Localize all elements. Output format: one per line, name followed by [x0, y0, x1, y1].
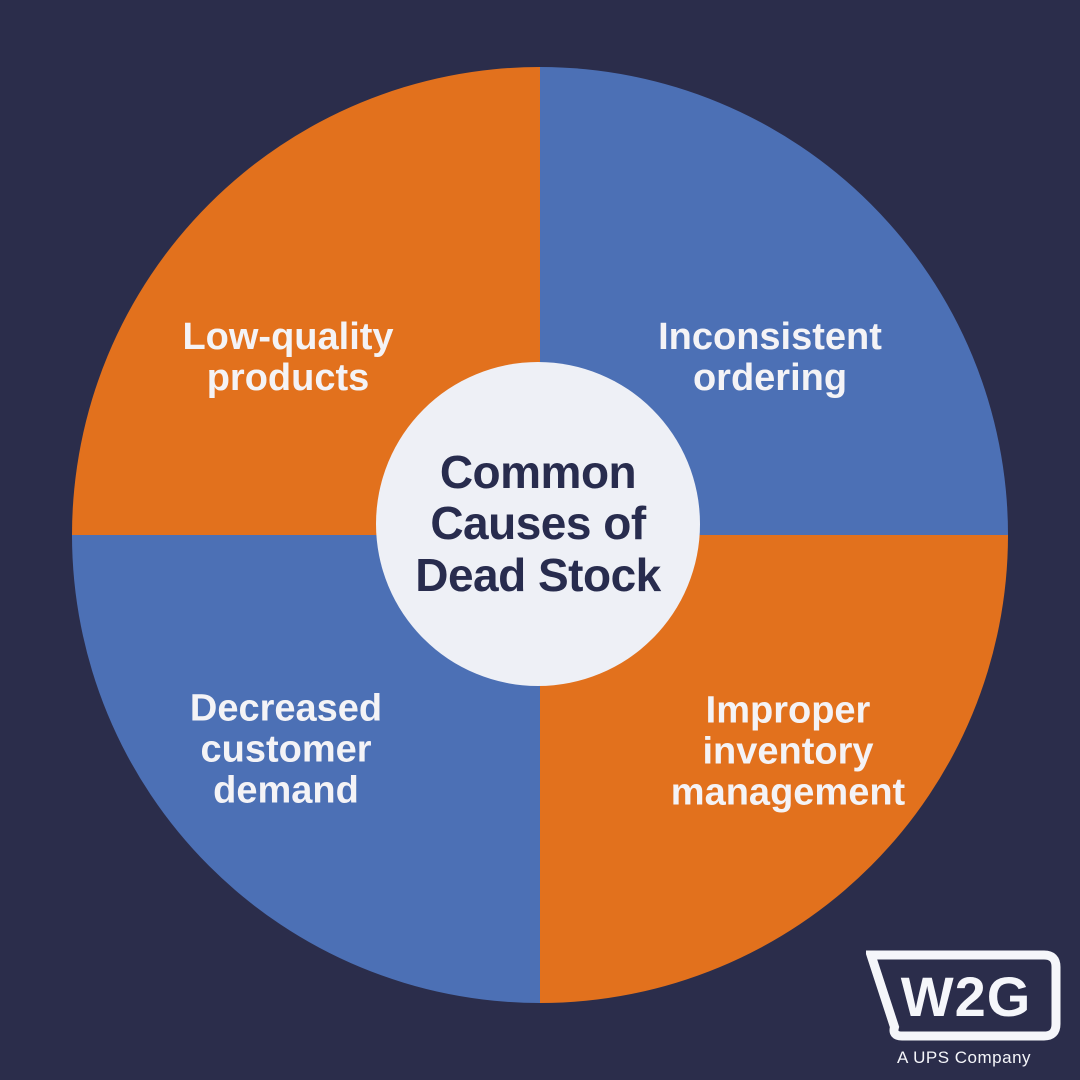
- quadrant-label-inconsistent-ordering: Inconsistent ordering: [658, 315, 882, 399]
- center-title-circle: Common Causes of Dead Stock: [376, 362, 700, 686]
- quadrant-label-low-quality-products: Low-quality products: [182, 315, 394, 399]
- quadrant-label-line: customer: [200, 728, 372, 771]
- quadrant-label-line: Improper: [705, 689, 871, 732]
- quadrant-label-line: management: [670, 771, 906, 814]
- infographic-title: Common Causes of Dead Stock: [415, 445, 661, 602]
- title-line: Dead Stock: [415, 548, 661, 601]
- quadrant-label-line: Inconsistent: [658, 315, 882, 358]
- logo-tagline: A UPS Company: [896, 1048, 1032, 1067]
- quadrant-label-line: Low-quality: [182, 315, 394, 358]
- quadrant-label-line: ordering: [692, 357, 848, 399]
- quadrant-label-line: products: [206, 357, 370, 399]
- title-line: Causes of: [430, 497, 646, 550]
- w2g-logo-outline: [866, 950, 1061, 1041]
- w2g-logo: W2G A UPS Company: [866, 950, 1062, 1068]
- quadrant-label-improper-inventory-management: Improper inventory management: [671, 690, 905, 813]
- quadrant-label-line: demand: [213, 769, 359, 812]
- quadrant-label-line: Decreased: [189, 687, 383, 730]
- title-line: Common: [439, 445, 637, 498]
- quadrant-label-decreased-customer-demand: Decreased customer demand: [190, 688, 382, 811]
- quadrant-label-line: inventory: [702, 730, 874, 773]
- w2g-logo-mark: W2G: [866, 950, 1061, 1041]
- w2g-logo-text: W2G: [901, 965, 1032, 1028]
